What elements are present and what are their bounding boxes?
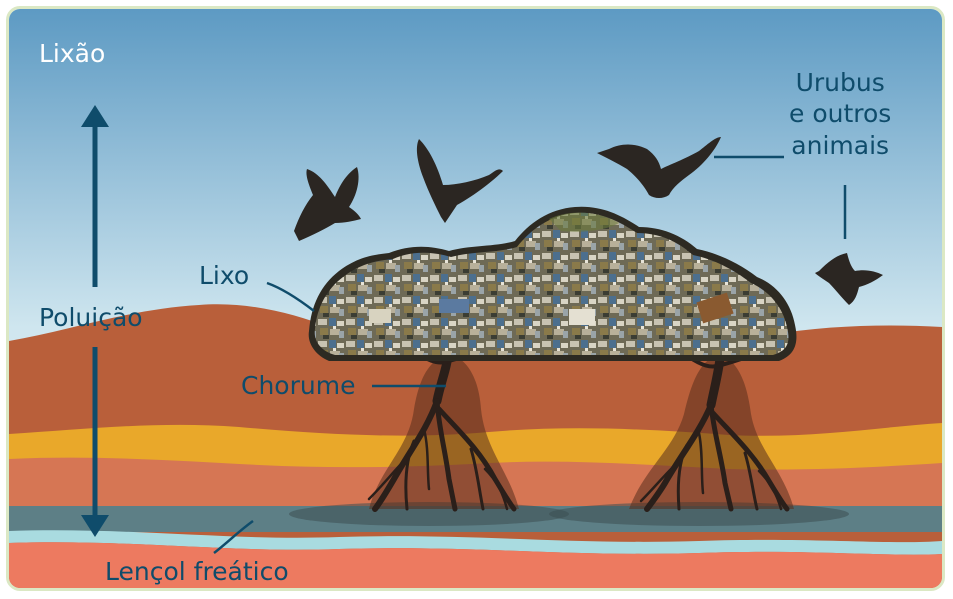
animals-label: Urubus e outros animais: [789, 67, 891, 161]
animals-label-line1: Urubus: [789, 67, 891, 98]
diagram-title: Lixão: [39, 41, 105, 66]
animals-label-line3: animais: [789, 130, 891, 161]
animals-label-line2: e outros: [789, 98, 891, 129]
pollution-label: Poluição: [39, 305, 143, 330]
water-table-label: Lençol freático: [105, 559, 289, 584]
garbage-label: Lixo: [199, 263, 249, 288]
leachate-label: Chorume: [241, 373, 355, 398]
diagram-frame: Lixão Poluição Lixo Chorume Lençol freát…: [6, 6, 945, 591]
